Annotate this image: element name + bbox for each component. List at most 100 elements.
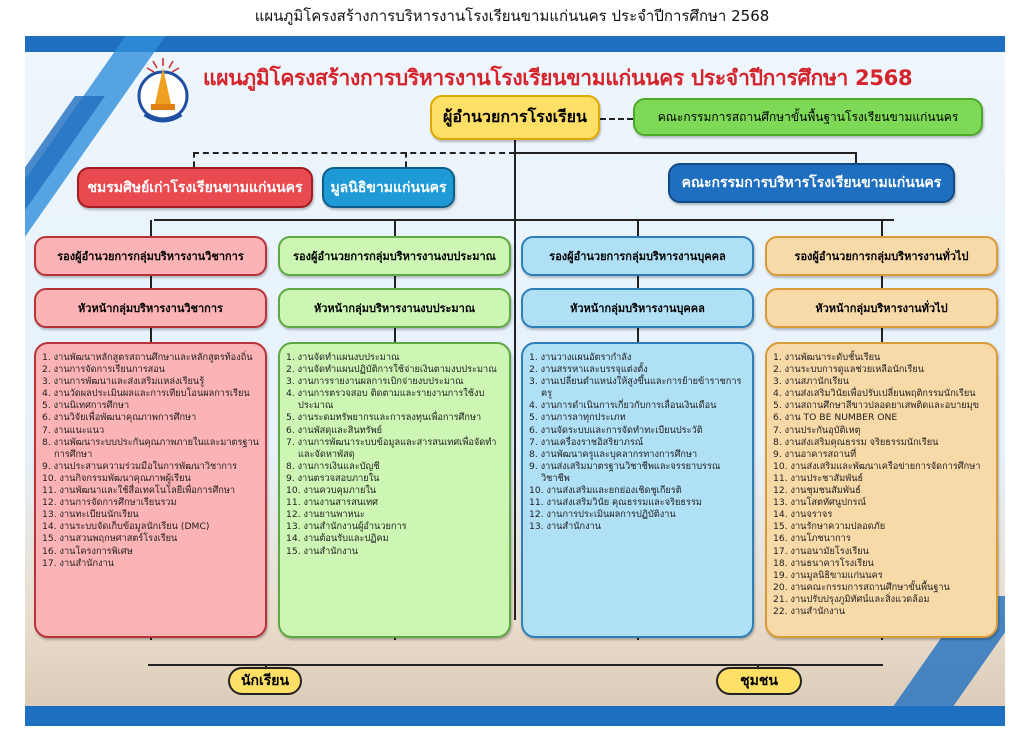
basic-committee-box: คณะกรรมการสถานศึกษาขั้นพื้นฐานโรงเรียนขา… (633, 98, 983, 136)
task-item: 16. งานโภชนาการ (773, 533, 851, 545)
deputy-budget-box: รองผู้อำนวยการกลุ่มบริหารงานงบประมาณ (278, 236, 511, 276)
poster-title: แผนภูมิโครงสร้างการบริหารงานโรงเรียนขามแ… (203, 66, 913, 90)
head-budget-box: หัวหน้ากลุ่มบริหารงานงบประมาณ (278, 288, 511, 328)
task-item: 11. งานพัฒนาและใช้สื่อเทคโนโลยีเพื่อการศ… (42, 485, 236, 497)
task-item: 1. งานพัฒนาหลักสูตรสถานศึกษาและหลักสูตรท… (42, 352, 253, 363)
task-item: 7. งานประกันอุบัติเหตุ (773, 424, 861, 436)
task-item: 15. งานรักษาความปลอดภัย (773, 521, 886, 533)
task-item: 1. งานวางแผนอัตรากำลัง (529, 352, 632, 363)
task-item: 8. งานพัฒนาระบบประกันคุณภาพภายในและมาตรฐ… (42, 436, 259, 460)
bottom-band (25, 706, 1005, 726)
deputy-personnel-box: รองผู้อำนวยการกลุ่มบริหารงานบุคคล (521, 236, 754, 276)
foundation-box: มูลนิธิขามแก่นนคร (322, 167, 455, 208)
task-item: 9. งานตรวจสอบภายใน (286, 472, 380, 484)
task-item: 15. งานสำนักงาน (286, 545, 358, 557)
task-item: 5. งานนิเทศการศึกษา (42, 400, 130, 412)
school-logo-icon (137, 58, 189, 123)
task-item: 18. งานธนาคารโรงเรียน (773, 557, 874, 569)
task-item: 4. งานวัดผลประเมินผลและการเทียบโอนผลการเ… (42, 388, 250, 400)
task-item: 3. งานการรายงานผลการเบิกจ่ายงบประมาณ (286, 376, 464, 388)
task-item: 12. งานการประเมินผลการปฏิบัติงาน (529, 509, 676, 521)
task-item: 9. งานส่งเสริมมาตรฐานวิชาชีพและจรรยาบรรณ… (529, 460, 721, 484)
task-item: 13. งานโสตทัศนูปกรณ์ (773, 497, 866, 509)
task-item: 5. งานสถานศึกษาสีขาวปลอดยาเสพติดและอบายม… (773, 400, 979, 412)
task-item: 11. งานงานสารสนเทศ (286, 497, 379, 509)
task-item: 9. งานประสานความร่วมมือในการพัฒนาวิชาการ (42, 460, 238, 472)
task-item: 13. งานสำนักงานผู้อำนวยการ (286, 521, 407, 533)
connector (148, 664, 883, 666)
community-box: ชุมชน (716, 667, 802, 695)
head-personnel-box: หัวหน้ากลุ่มบริหารงานบุคคล (521, 288, 754, 328)
task-item: 10. งานควบคุมภายใน (286, 485, 377, 497)
task-item: 15. งานสวนพฤกษศาสตร์โรงเรียน (42, 533, 178, 545)
task-item: 10. งานส่งเสริมและยกย่องเชิดชูเกียรติ (529, 485, 682, 497)
task-item: 8. งานส่งเสริมคุณธรรม จริยธรรมนักเรียน (773, 436, 939, 448)
task-item: 14. งานระบบจัดเก็บข้อมูลนักเรียน (DMC) (42, 521, 210, 533)
connector (515, 152, 856, 154)
task-item: 5. งานระดมทรัพยากรและการลงทุนเพื่อการศึก… (286, 412, 482, 424)
task-item: 7. งานการพัฒนาระบบข้อมูลและสารสนเทศเพื่อ… (286, 436, 497, 460)
task-item: 3. งานสภานักเรียน (773, 376, 850, 388)
task-item: 4. งานส่งเสริมวินัยเพื่อปรับเปลี่ยนพฤติก… (773, 388, 976, 400)
task-item: 7. งานเครื่องราชอิสริยาภรณ์ (529, 436, 644, 448)
director-box: ผู้อำนวยการโรงเรียน (430, 95, 600, 140)
task-item: 2. งานจัดทำแผนปฏิบัติการใช้จ่ายเงินตามงบ… (286, 364, 497, 376)
task-item: 14. งานจราจร (773, 509, 833, 521)
task-item: 12. งานยานพาหนะ (286, 509, 365, 521)
task-item: 3. งานการพัฒนาและส่งเสริมแหล่งเรียนรู้ (42, 376, 205, 388)
task-item: 4. งานการตรวจสอบ ติดตามและรายงานการใช้งบ… (286, 388, 485, 412)
connector (193, 152, 515, 154)
connector (855, 152, 857, 164)
head-academic-box: หัวหน้ากลุ่มบริหารงานวิชาการ (34, 288, 267, 328)
task-item: 19. งานมูลนิธิขามแก่นนคร (773, 569, 883, 581)
task-item: 14. งานต้อนรับและปฏิคม (286, 533, 389, 545)
alumni-box: ชมรมศิษย์เก่าโรงเรียนขามแก่นนคร (77, 167, 313, 208)
task-item: 16. งานโครงการพิเศษ (42, 545, 133, 557)
deputy-academic-box: รองผู้อำนวยการกลุ่มบริหารงานวิชาการ (34, 236, 267, 276)
task-item: 17. งานสำนักงาน (42, 557, 114, 569)
task-item: 4. งานการดำเนินการเกี่ยวกับการเลื่อนเงิน… (529, 400, 717, 412)
connector (600, 118, 633, 120)
deputy-general-box: รองผู้อำนวยการกลุ่มบริหารงานทั่วไป (765, 236, 998, 276)
task-item: 2. งานสรรหาและบรรจุแต่งตั้ง (529, 364, 648, 376)
task-item: 2. งานการจัดการเรียนการสอน (42, 364, 166, 376)
task-item: 22. งานสำนักงาน (773, 605, 845, 617)
task-item: 12. งานชุมชนสัมพันธ์ (773, 485, 861, 497)
task-item: 2. งานระบบการดูแลช่วยเหลือนักเรียน (773, 364, 925, 376)
top-band (25, 36, 1005, 52)
head-general-box: หัวหน้ากลุ่มบริหารงานทั่วไป (765, 288, 998, 328)
task-item: 11. งานประชาสัมพันธ์ (773, 472, 864, 484)
task-item: 5. งานการลาทุกประเภท (529, 412, 626, 424)
task-item: 3. งานเปลี่ยนตำแหน่งให้สูงขึ้นและการย้าย… (529, 376, 742, 400)
connector (514, 140, 516, 620)
task-item: 8. งานการเงินและบัญชี (286, 460, 380, 472)
task-item: 8. งานพัฒนาครูและบุคลากรทางการศึกษา (529, 448, 698, 460)
connector (193, 152, 195, 167)
task-item: 13. งานทะเบียนนักเรียน (42, 509, 139, 521)
connector (154, 219, 894, 221)
admin-committee-box: คณะกรรมการบริหารโรงเรียนขามแก่นนคร (668, 163, 955, 203)
task-item: 11. งานส่งเสริมวินัย คุณธรรมและจริยธรรม (529, 497, 702, 509)
task-item: 13. งานสำนักงาน (529, 521, 601, 533)
task-item: 20. งานคณะกรรมการสถานศึกษาขั้นพื้นฐาน (773, 581, 950, 593)
task-item: 21. งานปรับปรุงภูมิทัศน์และสิ่งแวดล้อม (773, 593, 930, 605)
connector (405, 152, 407, 167)
task-item: 17. งานอนามัยโรงเรียน (773, 545, 869, 557)
task-item: 6. งานจัดระบบและการจัดทำทะเบียนประวัติ (529, 424, 703, 436)
task-item: 7. งานแนะแนว (42, 424, 105, 436)
students-box: นักเรียน (228, 667, 302, 695)
page-caption: แผนภูมิโครงสร้างการบริหารงานโรงเรียนขามแ… (254, 7, 770, 25)
task-item: 6. งาน TO BE NUMBER ONE (773, 412, 898, 424)
task-item: 10. งานกิจกรรมพัฒนาคุณภาพผู้เรียน (42, 472, 191, 484)
task-item: 1. งานจัดทำแผนงบประมาณ (286, 352, 400, 363)
org-chart-poster: แผนภูมิโครงสร้างการบริหารงานโรงเรียนขามแ… (25, 36, 1005, 726)
task-item: 6. งานพัสดุและสินทรัพย์ (286, 424, 383, 436)
tasks-academic-list: 1. งานพัฒนาหลักสูตรสถานศึกษาและหลักสูตรท… (34, 342, 267, 638)
task-item: 9. งานอาคารสถานที่ (773, 448, 857, 460)
task-item: 6. งานวิจัยเพื่อพัฒนาคุณภาพการศึกษา (42, 412, 197, 424)
task-item: 12. งานการจัดการศึกษาเรียนรวม (42, 497, 177, 509)
task-item: 1. งานพัฒนาระดับชั้นเรียน (773, 352, 881, 363)
